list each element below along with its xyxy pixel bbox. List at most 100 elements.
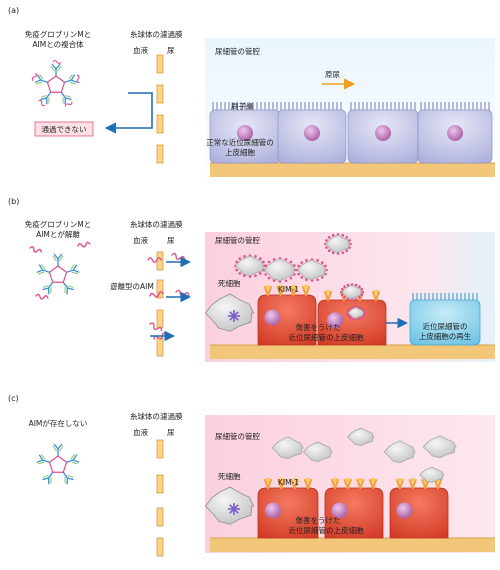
cell-debris-icon [296,258,328,282]
nucleus-icon [265,502,281,519]
membrane-title: 糸球体の濾過膜 [130,412,183,421]
normal-cell [209,102,281,164]
debris-body [347,306,365,319]
urine-label: 尿 [167,236,175,245]
cell-debris-icon [347,427,375,447]
aim-molecule-icon [171,252,186,261]
debris-body [422,435,457,459]
damaged-label-line2: 近位尿細管の上皮細胞 [288,526,364,535]
blocked-arrow [104,92,153,134]
basement-membrane [210,345,495,359]
nucleus-icon [264,309,281,326]
normal-cell [277,102,347,164]
complex-label-line2: AIMとの複合体 [32,40,84,49]
normal-cell-label-line1: 正常な近位尿細管の [206,138,274,147]
igm-aim-complex-icon [31,59,80,107]
debris-body [341,284,363,299]
cell-debris-icon [340,283,364,301]
blood-label: 血液 [133,236,148,245]
cell-debris-icon [383,440,416,464]
cell-debris-icon [271,436,304,460]
cell-debris-icon [234,254,266,278]
complex-label-line1: AIMが存在しない [28,419,88,428]
debris-body [383,440,416,464]
cell-debris-icon [422,435,457,459]
panel-b [29,232,495,362]
nucleus-icon [331,502,348,519]
panel-c-letter: (c) [8,394,19,403]
aim-molecule-icon [147,257,162,263]
debris-body [419,466,445,483]
passing-arrows [150,256,408,342]
damaged-cells-c [204,427,457,539]
debris-body [234,255,265,277]
normal-cell [417,102,493,164]
damaged-label-line1: 傷害をうけた [295,323,341,332]
igm-pentamer-icon [36,443,80,485]
membrane-title: 糸球体の濾過膜 [130,220,183,229]
panel-a-letter: (a) [8,6,20,15]
cell-debris-icon [263,257,297,283]
dead-cell-label: 死細胞 [218,279,241,288]
regen-label-line2: 上皮細胞の再生 [418,332,472,341]
damaged-cell [257,284,317,346]
complex-label-line1: 免疫グロブリンMと [24,220,92,229]
basement-membrane [210,538,495,552]
lumen-label: 尿細管の管腔 [215,236,260,245]
kim-1-label: KIM-1 [278,285,300,294]
filtration-membrane [156,251,164,357]
damaged-cell [389,477,449,539]
nucleus-icon [396,502,413,519]
damaged-cells-b [204,233,481,346]
flow-label: 原尿 [325,70,340,79]
cell-debris-icon [324,233,352,255]
debris-body [271,436,304,460]
urine-label: 尿 [167,428,175,437]
cell-debris-icon [419,466,445,483]
nucleus-icon [304,125,320,141]
nucleus-icon [237,125,253,141]
aim-molecule-icon [77,241,91,248]
damaged-cell [257,477,319,539]
regen-label-line1: 近位尿細管の [422,322,468,331]
debris-body [347,427,375,447]
blood-label: 血液 [133,428,148,437]
cell-debris-icon [346,305,366,321]
dead-cell [204,293,255,332]
nucleus-icon [447,125,463,141]
kim-1-label: KIM-1 [278,478,300,487]
damaged-cell [324,477,384,539]
aim-molecule-icon [35,293,49,300]
blood-label: 血液 [133,46,148,55]
panel-c [36,415,495,557]
cell-debris-icon [302,441,333,463]
fragmented-nucleus-icon [228,310,240,322]
normal-cell-label-line2: 上皮細胞 [225,148,255,157]
panel-a [31,38,495,188]
filtration-membrane [156,439,164,557]
filtration-membrane [156,54,164,164]
aim-molecule-icon [29,246,42,253]
brush-border-label: 刷子縁 [231,102,254,111]
complex-label-line2: AIMとが解離 [36,230,80,239]
regenerated-cell [409,293,481,346]
dissociated-igm-icon [29,241,91,300]
damaged-label-line1: 傷害をうけた [295,516,341,525]
fragmented-nucleus-icon [228,503,240,515]
basement-membrane [210,163,495,177]
lumen-label: 尿細管の管腔 [215,47,260,56]
urine-label: 尿 [167,46,175,55]
complex-label-line1: 免疫グロブリンMと [24,30,92,39]
nucleus-icon [375,125,391,141]
membrane-title: 糸球体の濾過膜 [130,30,183,39]
aim-molecule-icon [149,322,163,332]
nucleus-icon [327,312,343,329]
debris-body [263,258,296,282]
aim-molecule-icon [149,291,164,298]
damaged-label-line2: 近位尿細管の上皮細胞 [288,333,364,342]
debris-body [325,234,351,254]
blocked-label: 通過できない [41,125,87,134]
debris-body [302,441,333,463]
panel-b-letter: (b) [8,197,20,206]
